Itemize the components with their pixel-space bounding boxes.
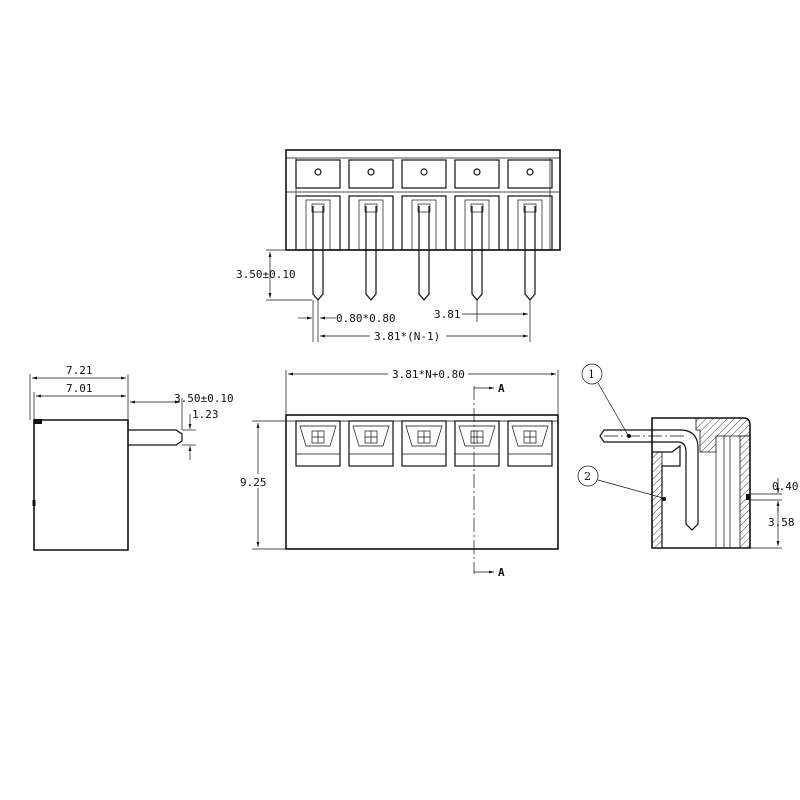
section-pin: [599, 429, 699, 531]
top-pitch-label: 3.81: [434, 308, 461, 321]
front-view: A A 3.81*N+0.80 9.25: [236, 366, 559, 579]
wire-opening: [454, 420, 500, 467]
callout-1-label: 1: [588, 368, 595, 381]
terminal-cell: [348, 159, 394, 251]
section-pin-height-label: 3.58: [768, 516, 795, 529]
front-view-body: [285, 414, 559, 550]
top-view: 3.50±0.10 0.80*0.80 3.81 3.81*(N-1): [236, 149, 561, 343]
left-side-view: 7.21 7.01 3.50±0.10 1.23: [29, 364, 234, 551]
top-pin-offset-label: 0.80*0.80: [336, 312, 396, 325]
terminal-cell: [507, 159, 553, 251]
left-body-depth-label: 7.01: [66, 382, 93, 395]
terminal-cell: [295, 159, 341, 251]
wire-opening: [295, 420, 341, 467]
front-view-openings: [295, 420, 553, 467]
callout-2-label: 2: [584, 470, 591, 483]
terminal-cell: [454, 159, 500, 251]
wire-opening: [507, 420, 553, 467]
left-pin-length-label: 3.50±0.10: [174, 392, 234, 405]
section-offset-label: 0.40: [772, 480, 799, 493]
top-view-terminals: [295, 159, 553, 251]
section-label-bottom: A: [498, 566, 505, 579]
left-pin-height-label: 1.23: [192, 408, 219, 421]
callout-2-circle: [577, 465, 599, 487]
top-pitch-total-label: 3.81*(N-1): [374, 330, 440, 343]
wire-opening: [348, 420, 394, 467]
section-view: 1 2 0.40 3.58: [577, 363, 799, 549]
section-label-top: A: [498, 382, 505, 395]
wire-opening: [401, 420, 447, 467]
front-height-label: 9.25: [240, 476, 267, 489]
front-overall-width-label: 3.81*N+0.80: [392, 368, 465, 381]
callout-1-circle: [581, 363, 603, 385]
terminal-cell: [401, 159, 447, 251]
top-view-pins: [312, 206, 536, 301]
left-overall-depth-label: 7.21: [66, 364, 93, 377]
top-pin-length-label: 3.50±0.10: [236, 268, 296, 281]
